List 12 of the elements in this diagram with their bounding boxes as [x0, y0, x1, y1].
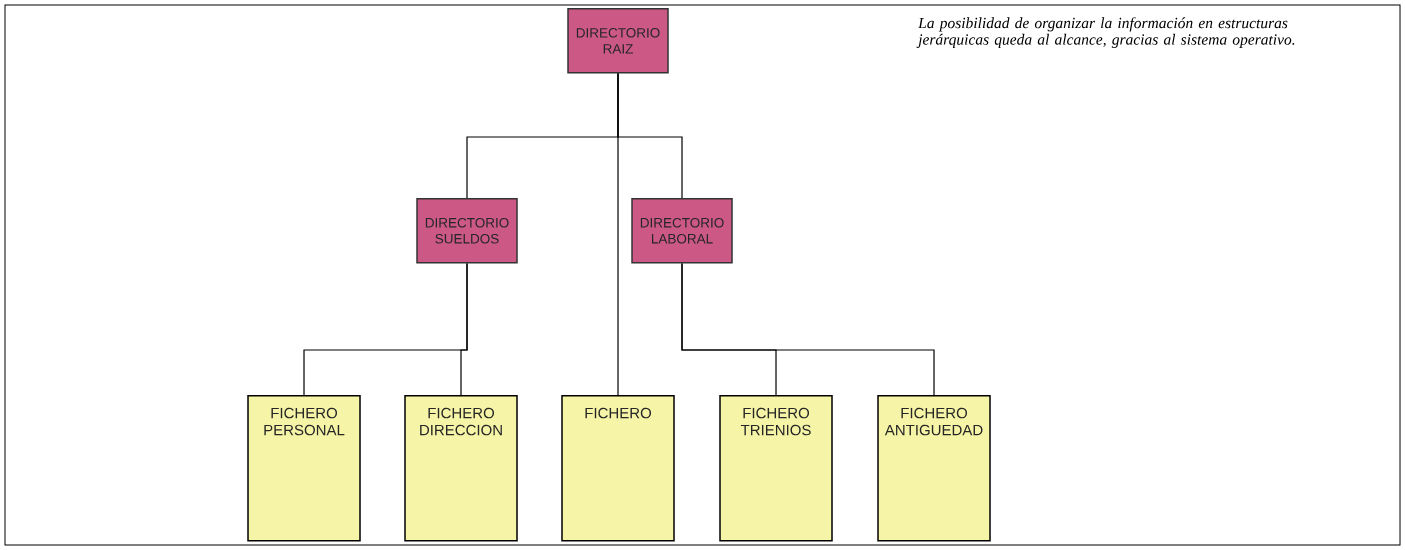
file-box: FICHERO TRIENIOS: [719, 395, 833, 542]
connector-line: [460, 262, 468, 396]
file-box: FICHERO DIRECCION: [404, 395, 518, 542]
file-box: FICHERO ANTIGUEDAD: [877, 395, 991, 542]
file-box: FICHERO PERSONAL: [247, 395, 361, 542]
connector-line: [617, 72, 619, 396]
caption: La posibilidad de organizar la información en estructuras jerárquicas queda al alcance, gracias al sistema operativo.: [916, 17, 1295, 48]
directory-box: DIRECTORIO LABORAL: [631, 198, 733, 264]
connector-line: [681, 262, 935, 396]
directory-box: DIRECTORIO SUELDOS: [416, 198, 518, 264]
directory-box: DIRECTORIO RAIZ: [567, 8, 669, 74]
file-box: FICHERO: [561, 395, 675, 542]
